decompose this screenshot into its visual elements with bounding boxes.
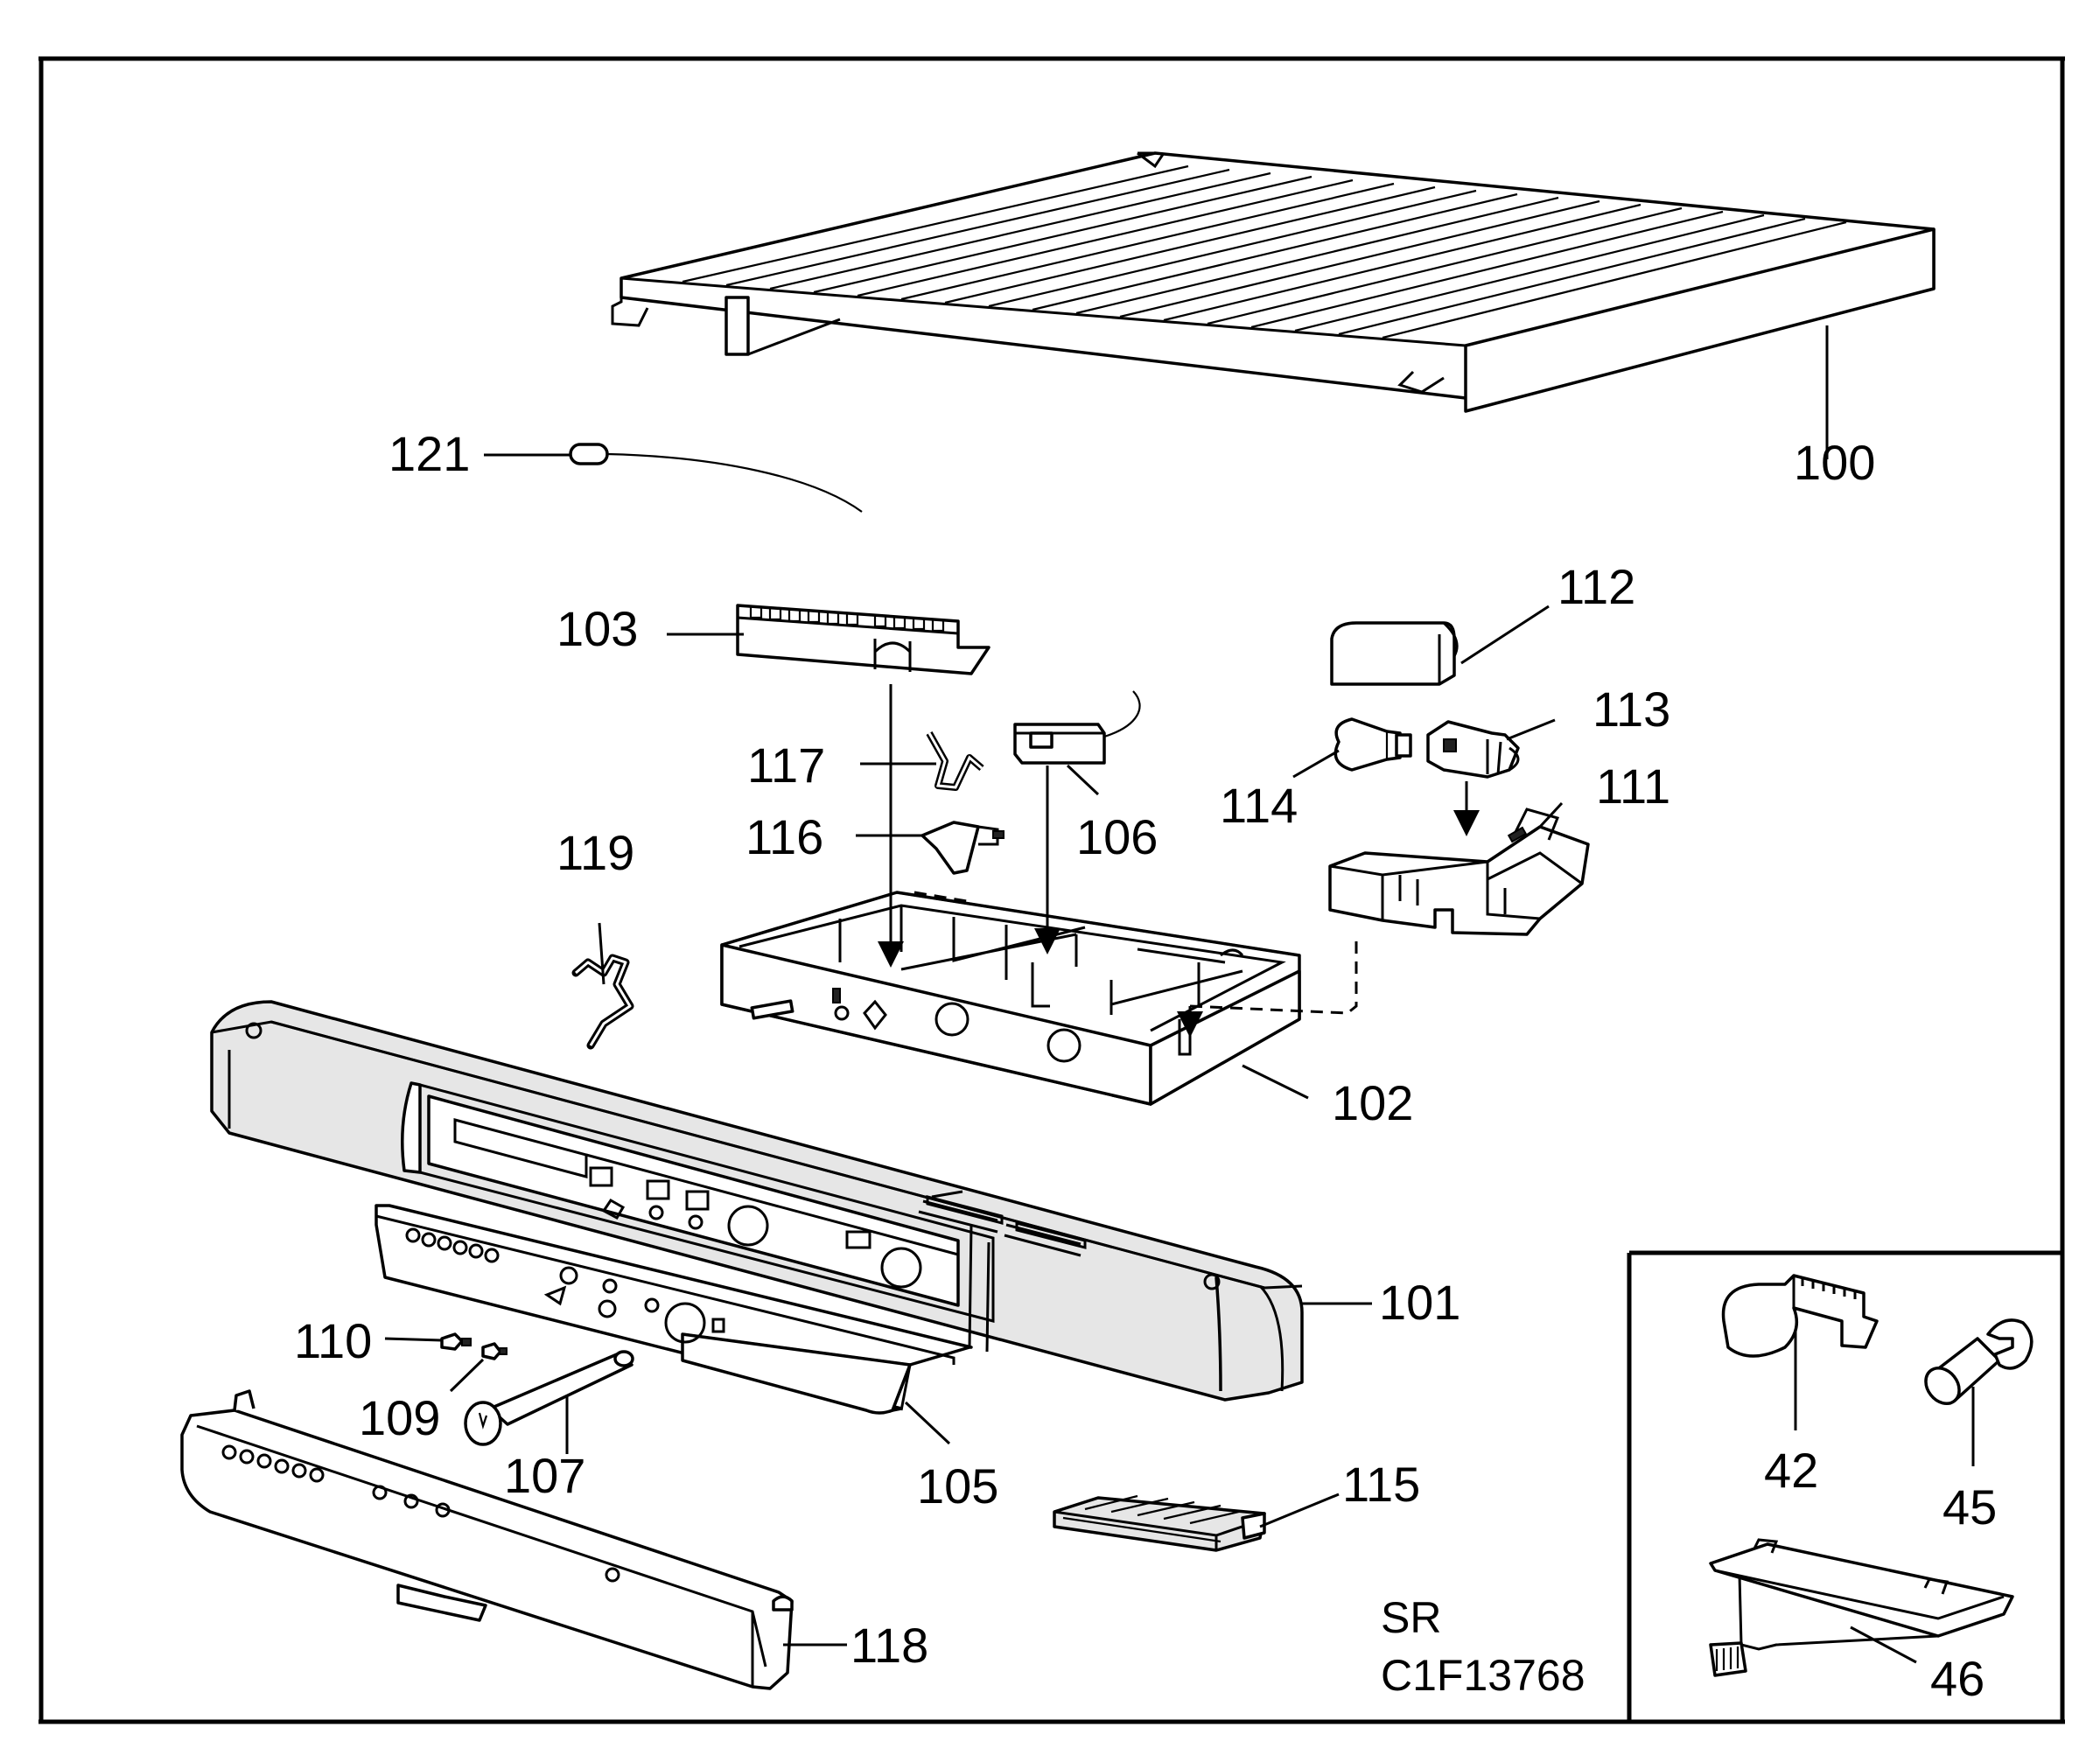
part-110-knob (440, 1332, 472, 1351)
label-115: 115 (1342, 1457, 1420, 1512)
part-114-bulb (1334, 717, 1412, 772)
part-100-shelf (611, 151, 1936, 413)
part-109-knob (481, 1342, 508, 1360)
inset-part-42 (1721, 1274, 1879, 1358)
label-110: 110 (294, 1313, 372, 1368)
label-119: 119 (556, 825, 634, 880)
label-42: 42 (1764, 1443, 1818, 1498)
label-114: 114 (1220, 778, 1298, 833)
part-118-cover-strip (180, 1389, 794, 1690)
inset-part-46 (1709, 1538, 2014, 1677)
part-113-socket (1426, 720, 1520, 779)
part-115-grille (1053, 1494, 1266, 1552)
inset-labels: 42 45 46 (1764, 1443, 1997, 1706)
part-107-shaft-knob (464, 1350, 634, 1446)
label-100: 100 (1794, 435, 1875, 490)
part-112-lamp-cover (1330, 621, 1459, 686)
part-116-holder (920, 821, 1004, 875)
label-116: 116 (746, 809, 823, 864)
part-121-sensor (569, 443, 863, 513)
label-109: 109 (359, 1390, 440, 1445)
label-107: 107 (504, 1448, 585, 1503)
part-117-clip (926, 731, 984, 791)
drawing-code-line2: C1F13768 (1381, 1651, 1586, 1700)
inset-part-45 (1924, 1318, 2034, 1406)
part-103-terminal-strip (736, 604, 990, 675)
part-119-spring (571, 954, 634, 1050)
leader-lines (384, 325, 1975, 1664)
part-101-front-panel (210, 1000, 1304, 1402)
label-113: 113 (1592, 682, 1670, 737)
part-111-lamp-housing (1328, 808, 1590, 936)
label-117: 117 (747, 738, 825, 793)
label-105: 105 (917, 1458, 998, 1514)
assembly-arrows (878, 684, 1480, 1038)
drawing-code-line1: SR (1381, 1593, 1441, 1642)
drawing-frame (38, 56, 2065, 1724)
label-112: 112 (1558, 559, 1635, 614)
inset-box (1627, 1250, 2062, 1722)
label-45: 45 (1942, 1479, 1997, 1535)
label-121: 121 (388, 426, 470, 481)
label-106: 106 (1076, 809, 1158, 864)
part-102-housing (720, 891, 1301, 1106)
label-118: 118 (850, 1618, 928, 1673)
label-111: 111 (1596, 759, 1670, 814)
label-102: 102 (1332, 1075, 1413, 1130)
label-46: 46 (1930, 1651, 1984, 1706)
part-105-control-insert (374, 1204, 973, 1415)
drawing-code: SR C1F13768 (1381, 1593, 1586, 1700)
label-101: 101 (1379, 1275, 1460, 1330)
label-103: 103 (556, 601, 638, 656)
part-labels: 100 121 103 112 113 117 114 111 106 116 … (294, 426, 1875, 1673)
part-106-switch (1013, 690, 1141, 765)
